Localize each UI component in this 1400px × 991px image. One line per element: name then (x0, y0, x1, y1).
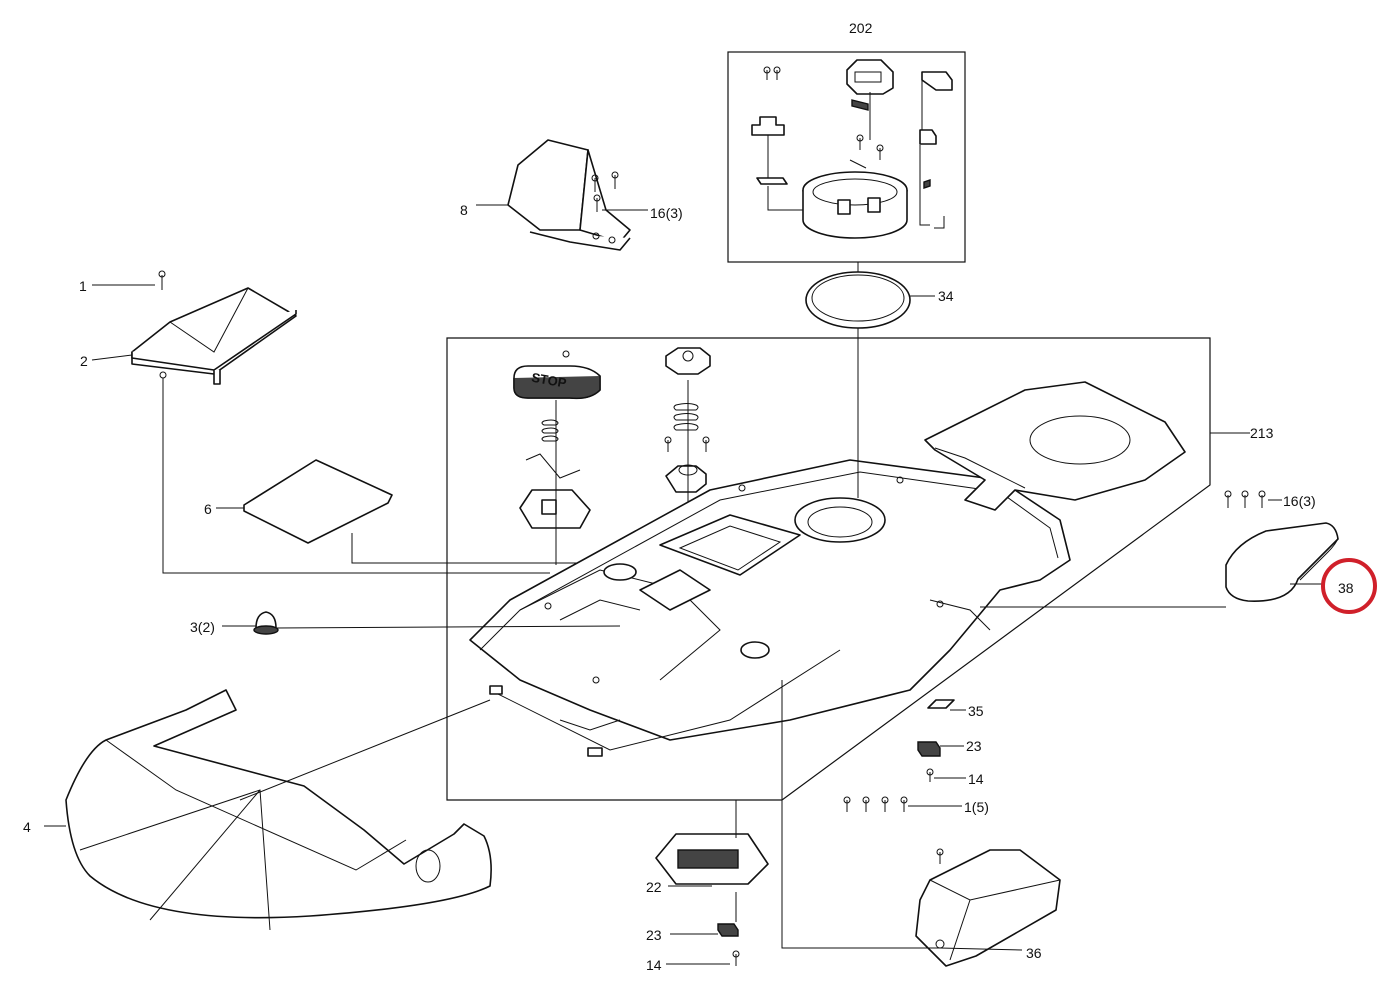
part-35-bracket[interactable] (927, 699, 966, 711)
part-6-pad[interactable] (216, 459, 640, 564)
part-2-cover[interactable] (91, 287, 550, 574)
label-1-five: 1(5) (964, 799, 989, 815)
label-2: 2 (80, 353, 88, 369)
part-38-pad[interactable] (980, 522, 1339, 608)
label-38: 38 (1338, 580, 1354, 596)
part-1-screw[interactable] (92, 270, 166, 290)
part-16-screws-right[interactable] (1224, 490, 1282, 508)
part-202-group[interactable] (751, 59, 953, 239)
label-202: 202 (849, 20, 873, 36)
part-22-display[interactable] (655, 800, 769, 922)
stop-text: STOP (530, 370, 568, 391)
part-213-chassis[interactable] (469, 328, 1071, 757)
label-1: 1 (79, 278, 87, 294)
assembly-box-202 (727, 51, 966, 263)
label-14-right: 14 (968, 771, 984, 787)
part-34-seal[interactable] (805, 262, 935, 329)
part-213-frame[interactable] (924, 381, 1250, 511)
part-4-shell[interactable] (44, 689, 492, 931)
part-36-cover[interactable] (781, 680, 1061, 967)
label-4: 4 (23, 819, 31, 835)
power-button[interactable] (664, 347, 711, 540)
part-23-clip-bottom[interactable] (670, 923, 739, 937)
label-36: 36 (1026, 945, 1042, 961)
label-3: 3(2) (190, 619, 215, 635)
label-213: 213 (1250, 425, 1274, 441)
part-8-cover[interactable] (476, 139, 648, 251)
label-8: 8 (460, 202, 468, 218)
label-35: 35 (968, 703, 984, 719)
label-16-top: 16(3) (650, 205, 683, 221)
part-14-screw-bottom[interactable] (666, 950, 740, 966)
highlight-circle-38 (1321, 558, 1377, 614)
stop-button[interactable]: STOP (513, 350, 601, 565)
part-23-clip-right[interactable] (917, 741, 964, 757)
assembly-box-213 (446, 337, 1211, 801)
label-14-bottom: 14 (646, 957, 662, 973)
label-16-right: 16(3) (1283, 493, 1316, 509)
label-34: 34 (938, 288, 954, 304)
part-1-screws-five[interactable] (843, 796, 962, 812)
label-22: 22 (646, 879, 662, 895)
label-6: 6 (204, 501, 212, 517)
label-23-right: 23 (966, 738, 982, 754)
part-14-screw-right[interactable] (926, 768, 966, 782)
part-3-foot[interactable] (222, 611, 621, 635)
label-23-bottom: 23 (646, 927, 662, 943)
